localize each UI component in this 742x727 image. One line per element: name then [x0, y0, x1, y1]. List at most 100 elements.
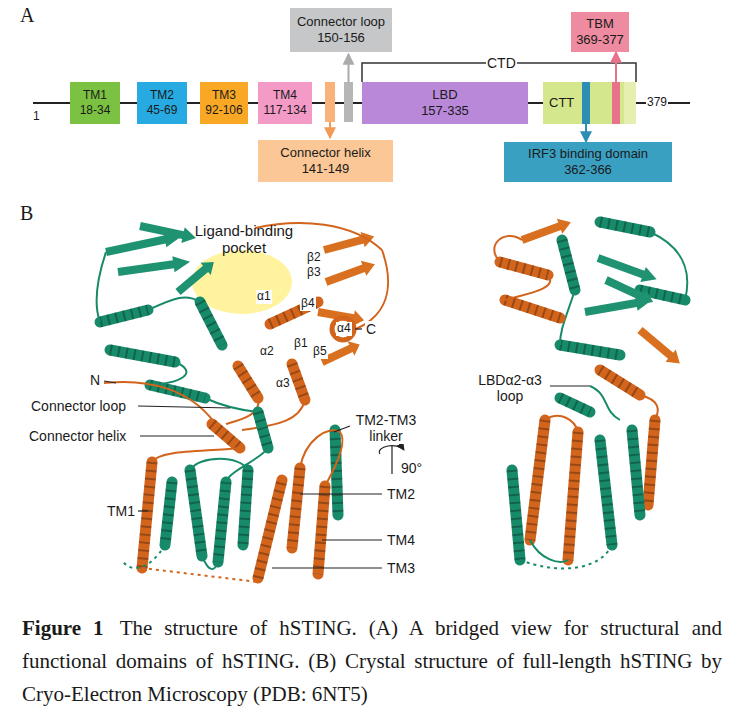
callout-box: IRF3 binding domain362-366 [504, 142, 672, 182]
drawing-part [212, 424, 240, 448]
drawing-part [150, 362, 186, 385]
drawing-part [142, 568, 258, 582]
node-text: 117-134 [263, 103, 306, 118]
node-text: 369-377 [576, 32, 624, 48]
text-label: C [365, 321, 377, 337]
drawing-part [323, 257, 377, 290]
text-label: A [20, 4, 34, 27]
callout-box: Connector loop150-156 [290, 8, 392, 52]
drawing-part [322, 229, 376, 258]
domain-box: TM245-69 [137, 82, 187, 124]
drawing-part [142, 462, 152, 568]
drawing-part [379, 446, 404, 454]
node-text: Connector helix [280, 145, 370, 161]
text-label: α3 [275, 377, 291, 391]
text-label: α2 [259, 345, 275, 359]
drawing-part [138, 218, 197, 246]
text-label: TM2-TM3 linker [352, 412, 420, 444]
drawing-part [335, 430, 338, 515]
node-text: TM1 [83, 88, 107, 103]
text-label: TM3 [386, 560, 416, 576]
node-text: 45-69 [147, 103, 178, 118]
drawing-part [332, 318, 354, 340]
drawing-part [549, 385, 590, 386]
text-label: β4 [300, 297, 316, 311]
drawing-part [560, 345, 620, 355]
drawing-part [205, 398, 258, 412]
drawing-part [590, 386, 620, 420]
drawing-part [300, 430, 342, 486]
drawing-part [500, 262, 548, 275]
drawing-part [512, 470, 520, 560]
text-label: TM4 [386, 532, 416, 548]
drawing-part [344, 82, 353, 122]
drawing-part [104, 381, 116, 383]
drawing-part [190, 470, 202, 556]
domain-box: TM118-34 [70, 82, 120, 124]
drawing-part [110, 350, 175, 362]
drawing-part [600, 222, 650, 232]
node-text: 18-34 [80, 103, 111, 118]
drawing-part [329, 122, 331, 138]
node-text: 141-149 [302, 161, 350, 177]
drawing-part [243, 470, 248, 545]
drawing-part [612, 82, 620, 124]
figure-caption: Figure 1The structure of hSTING. (A) A b… [22, 612, 722, 711]
node-text: TM4 [273, 88, 297, 103]
drawing-part [212, 424, 240, 448]
drawing-part [190, 470, 202, 556]
drawing-part [624, 82, 636, 124]
drawing-part [543, 82, 636, 124]
text-label: LBDα2-α3 loop [470, 372, 550, 404]
drawing-part [560, 398, 590, 412]
callout-box: Connector helix141-149 [258, 140, 393, 182]
drawing-part [238, 366, 258, 398]
domain-box: LBD157-335 [362, 82, 528, 124]
drawing-part [560, 398, 590, 412]
drawing-part [568, 432, 578, 560]
text-label: β1 [293, 337, 309, 351]
drawing-part [200, 302, 222, 345]
drawing-part [110, 350, 175, 362]
drawing-part [258, 480, 282, 578]
drawing-part [584, 292, 653, 319]
drawing-part [100, 310, 148, 322]
drawing-part [640, 395, 658, 420]
text-label: 1 [33, 110, 40, 124]
drawing-part [505, 300, 560, 318]
drawing-part [632, 430, 640, 515]
callout-box: TBM369-377 [571, 12, 629, 52]
drawing-part [355, 328, 362, 329]
drawing-part [138, 510, 148, 511]
drawing-part [356, 250, 388, 329]
drawing-part [190, 459, 248, 470]
caption-text: The structure of hSTING. (A) A bridged v… [22, 616, 722, 706]
drawing-part [325, 82, 335, 122]
drawing-part [530, 420, 545, 540]
text-label: Connector loop [30, 398, 127, 414]
drawing-part [200, 302, 222, 345]
drawing-part [292, 364, 305, 400]
drawing-part [582, 82, 590, 124]
text-label: Connector helix [28, 428, 127, 444]
drawing-part [600, 370, 640, 395]
drawing-part [562, 240, 575, 290]
drawing-part [258, 412, 268, 448]
domain-box: TM4117-134 [258, 82, 312, 124]
node-text: TM3 [212, 88, 236, 103]
drawing-part [568, 432, 578, 560]
drawing-part [97, 252, 106, 322]
text-label: α1 [256, 290, 272, 304]
drawing-part [391, 446, 392, 474]
drawing-part [258, 480, 282, 578]
drawing-part [218, 482, 226, 562]
drawing-part [595, 250, 659, 286]
drawing-part [505, 300, 560, 318]
drawing-part [600, 222, 650, 232]
drawing-part [500, 262, 548, 275]
text-label: TM1 [106, 503, 136, 519]
drawing-part [226, 448, 268, 482]
drawing-part [494, 236, 522, 262]
drawing-part [322, 539, 382, 540]
drawing-part [648, 420, 655, 505]
